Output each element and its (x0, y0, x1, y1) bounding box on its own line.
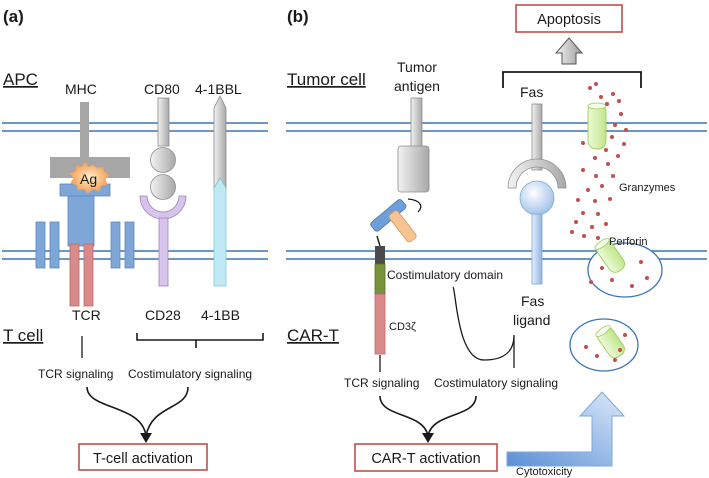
cart-activation-box (354, 443, 498, 472)
membrane-tumor-right (286, 122, 707, 132)
perforin-vesicle (587, 238, 663, 298)
panel-b-label: (b) (287, 7, 309, 26)
fas-molecule (507, 103, 567, 189)
apoptosis-bracket (502, 71, 642, 88)
ag-label: Ag (80, 171, 97, 187)
panel-a-label: (a) (3, 7, 24, 26)
costim-signaling-b: Costimulatory signaling (434, 376, 558, 390)
cd3z-label: CD3ζ (389, 321, 416, 333)
tumor-antigen-molecule (397, 97, 430, 193)
fas-ligand-label-2: ligand (513, 312, 550, 328)
4-1bb-molecule (213, 177, 227, 287)
apoptosis-box (515, 4, 623, 33)
granzyme-dots (570, 82, 649, 362)
tcell-activation-label: T-cell activation (93, 451, 193, 467)
tumor-cell-label: Tumor cell (287, 70, 366, 89)
car-scfv (370, 198, 422, 243)
tumor-antigen-label-2: antigen (394, 78, 440, 94)
tcell-activation-box (78, 443, 208, 471)
4-1bbl-molecule (213, 95, 227, 190)
antigen-burst (69, 161, 110, 194)
apc-label: APC (3, 70, 38, 89)
membrane-apc-left (2, 122, 268, 132)
mhc-label: MHC (65, 81, 97, 97)
converging-arrowhead-a (140, 433, 152, 443)
cd28-molecule (139, 195, 187, 287)
cart-label: CAR-T (287, 326, 339, 345)
tumor-antigen-label-1: Tumor (397, 59, 437, 75)
perforin-label: Perforin (609, 236, 648, 248)
fas-label: Fas (520, 84, 543, 100)
costim-signaling-a: Costimulatory signaling (128, 367, 252, 381)
car-stalk (374, 235, 386, 355)
cart-activation-label: CAR-T activation (371, 451, 480, 467)
4-1bbl-label: 4-1BBL (195, 81, 242, 97)
cytotoxicity-arrow (506, 391, 626, 467)
tcr-complex (35, 183, 135, 307)
converging-arrow-b (379, 395, 477, 437)
costim-bracket-a (136, 333, 264, 348)
cd80-label: CD80 (144, 81, 180, 97)
granule-vesicle (569, 318, 639, 372)
tcr-label: TCR (72, 307, 101, 323)
costim-domain-label: Costimulatory domain (387, 268, 503, 282)
fas-ligand-label-1: Fas (521, 293, 544, 309)
tcr-signaling-b: TCR signaling (344, 376, 419, 390)
tcell-label: T cell (3, 326, 43, 345)
granzymes-label: Granzymes (619, 182, 676, 194)
apoptosis-label: Apoptosis (537, 12, 601, 28)
cytotoxicity-label: Cytotoxicity (516, 466, 573, 478)
4-1bb-label: 4-1BB (201, 307, 240, 323)
tcr-signaling-a: TCR signaling (38, 367, 113, 381)
costim-connector-b (452, 286, 515, 368)
perforin-pore-top (587, 102, 607, 150)
cd80-molecule (150, 97, 176, 200)
cd28-label: CD28 (145, 307, 181, 323)
fas-ligand-molecule (519, 180, 555, 285)
converging-arrowhead-b (422, 433, 434, 443)
converging-arrow-a (86, 386, 189, 437)
apoptosis-arrow (554, 37, 584, 65)
